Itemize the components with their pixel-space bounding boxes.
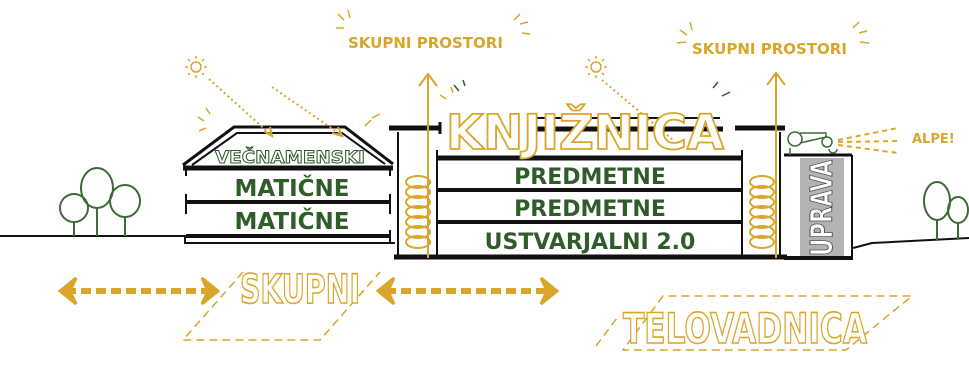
label-telovadnica: TELOVADNICA bbox=[623, 304, 867, 353]
label-alpe: ALPE! bbox=[912, 132, 955, 147]
double-arrow-icon bbox=[375, 276, 560, 306]
left-building bbox=[182, 125, 394, 243]
up-arrow-icon bbox=[418, 72, 438, 258]
double-arrow-icon bbox=[57, 276, 221, 306]
label-skupni: SKUPNI bbox=[240, 267, 360, 313]
label-skupni-prostori-right: SKUPNI PROSTORI bbox=[692, 40, 847, 58]
label-ustvarjalni: USTVARJALNI 2.0 bbox=[485, 230, 696, 255]
accent-dashes bbox=[197, 9, 870, 132]
sun-icon bbox=[585, 56, 607, 78]
sun-icon bbox=[185, 56, 207, 78]
ground-line bbox=[0, 235, 395, 244]
label-uprava: UPRAVA bbox=[805, 159, 840, 256]
zone-outline bbox=[181, 271, 915, 351]
accent-dashes-green bbox=[453, 79, 731, 97]
label-skupni-prostori-left: SKUPNI PROSTORI bbox=[348, 34, 503, 52]
label-maticne-lower: MATIČNE bbox=[235, 207, 350, 235]
telescope-icon bbox=[787, 131, 838, 155]
right-wing bbox=[784, 153, 853, 260]
label-maticne-upper: MATIČNE bbox=[235, 174, 350, 202]
label-vecnamenski: VEČNAMENSKI bbox=[215, 146, 365, 168]
label-predmetne-lower: PREDMETNE bbox=[514, 197, 666, 222]
view-lines bbox=[837, 127, 899, 154]
sun-ray-arrowhead bbox=[263, 126, 344, 139]
ground-line-right bbox=[852, 237, 969, 249]
label-predmetne-upper: PREDMETNE bbox=[514, 165, 666, 190]
tree-icon bbox=[923, 181, 969, 240]
tree-icon bbox=[59, 167, 141, 236]
up-arrow-icon bbox=[766, 71, 786, 258]
label-knjiznica: KNJIŽNICA bbox=[446, 104, 724, 161]
spring-icon bbox=[749, 175, 775, 249]
sun-ray bbox=[208, 78, 674, 141]
spring-icon bbox=[405, 175, 431, 249]
central-building bbox=[389, 117, 787, 260]
